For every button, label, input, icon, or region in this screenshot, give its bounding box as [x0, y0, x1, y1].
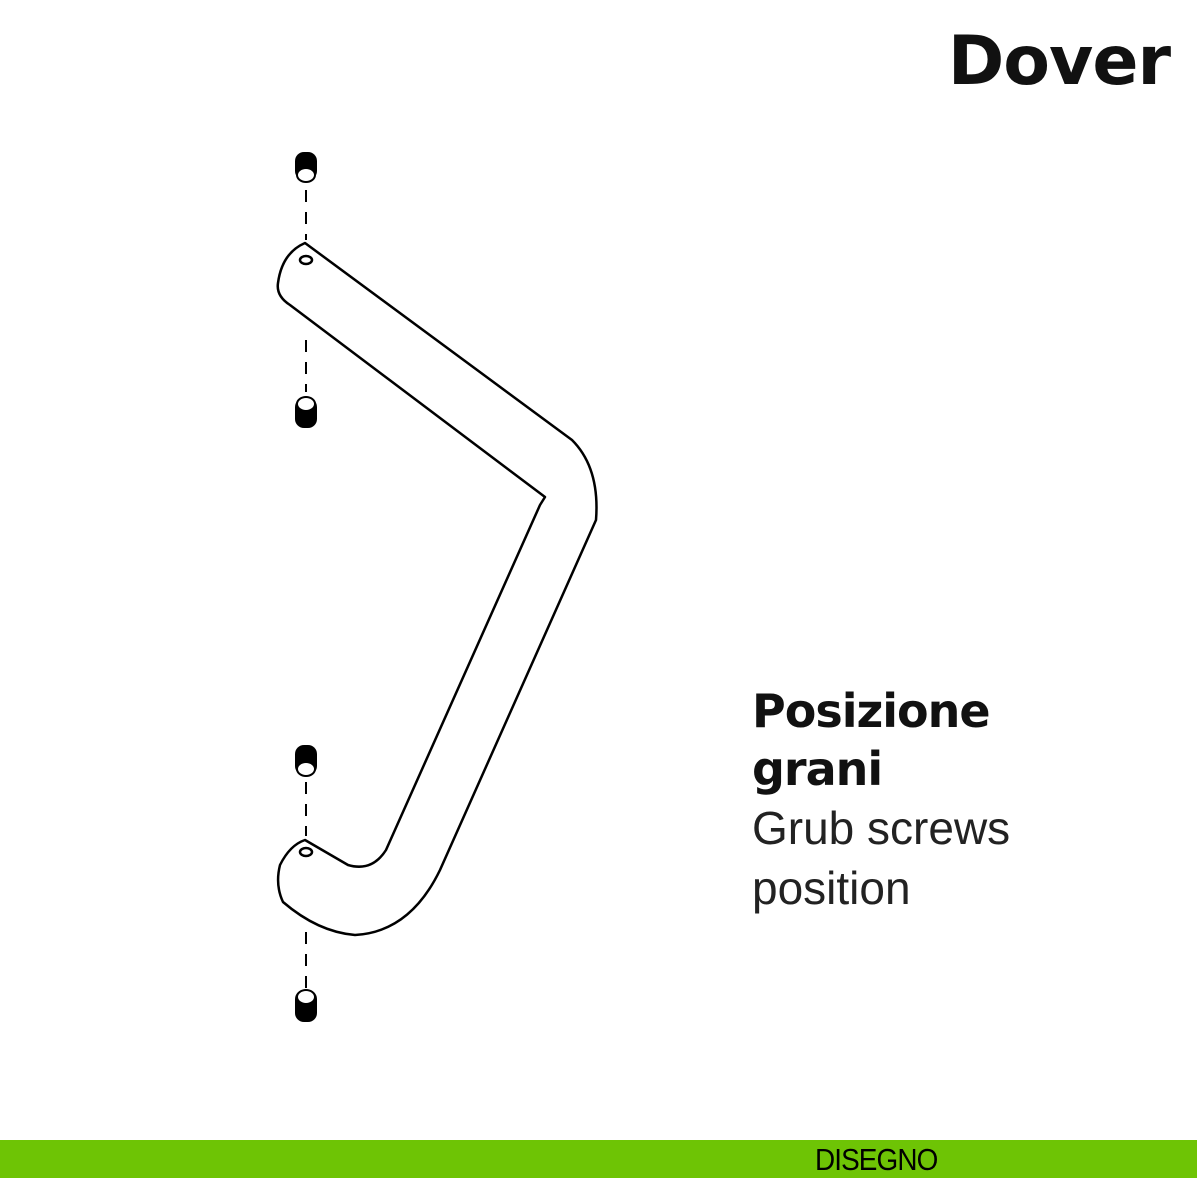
brand-logo: Dover [947, 22, 1171, 101]
grub-screw-icon [295, 396, 317, 428]
screw-hole-top [298, 254, 314, 266]
footer-bar: DISEGNO [0, 1140, 1197, 1178]
caption: Posizione grani Grub screws position [752, 682, 1010, 918]
caption-italian-line2: grani [752, 742, 883, 796]
caption-italian-line1: Posizione [752, 684, 991, 738]
screw-hole-bottom [298, 846, 314, 858]
grub-screw-icon [295, 745, 317, 777]
caption-english-line1: Grub screws [752, 802, 1011, 854]
caption-english-line2: position [752, 862, 911, 914]
footer-label: DISEGNO [815, 1142, 938, 1177]
grub-screw-icon [295, 152, 317, 183]
handle-drawing [276, 152, 598, 1022]
handle-outline [276, 241, 598, 937]
grub-screw-icon [295, 989, 317, 1022]
